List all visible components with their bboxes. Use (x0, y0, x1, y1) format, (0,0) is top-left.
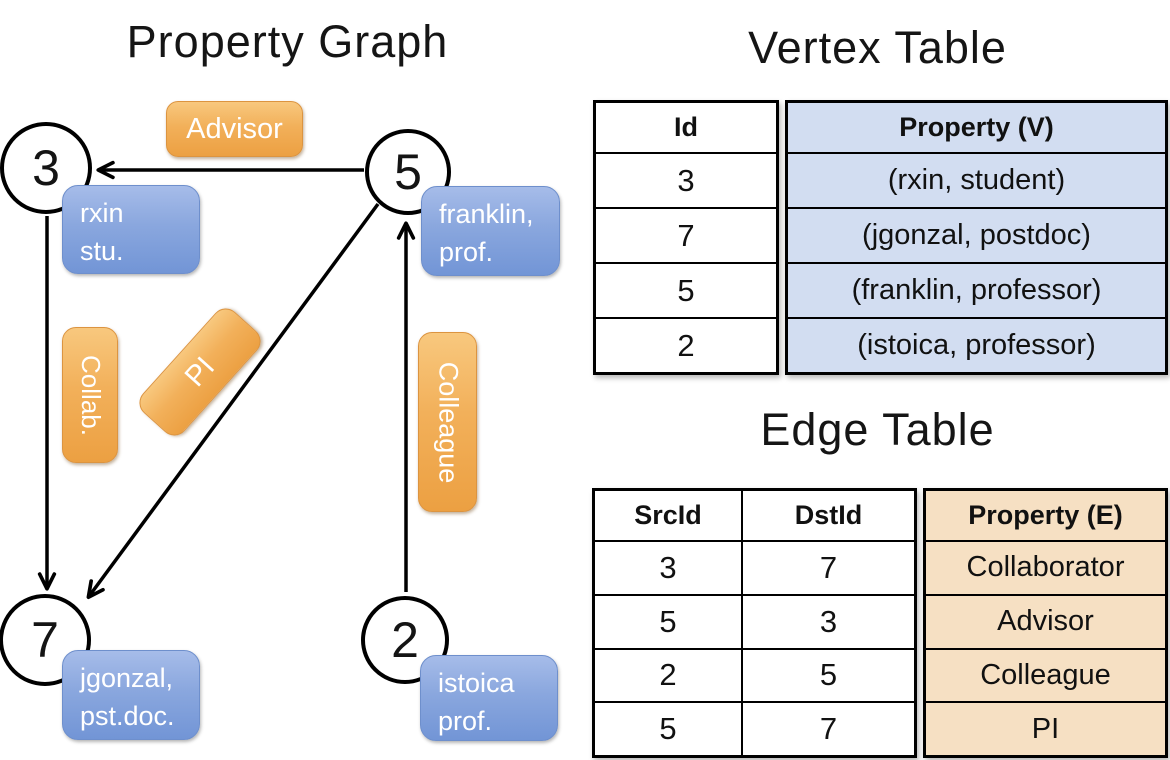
table-cell: 5 (595, 593, 741, 648)
edge-label-advisor-text: Advisor (186, 112, 283, 145)
vertex-label-franklin: franklin, prof. (421, 186, 560, 276)
table-cell: 3 (595, 540, 741, 594)
vertex-table-property-column: Property (V) (rxin, student) (jgonzal, p… (785, 100, 1168, 375)
vertex-id-header: Id (674, 112, 698, 142)
edge-table-dst-column: DstId 7 3 5 7 (741, 491, 914, 755)
src-id-header: SrcId (634, 500, 702, 530)
edge-table-title: Edge Table (760, 404, 995, 455)
table-cell: (jgonzal, postdoc) (788, 207, 1165, 262)
table-cell: 7 (743, 540, 914, 594)
edge-table-id-columns: SrcId 3 5 2 5 DstId 7 3 5 7 (592, 488, 917, 758)
table-cell: 3 (596, 152, 776, 207)
vertex-property-header: Property (V) (788, 103, 1165, 152)
vertex-label-rxin: rxin stu. (62, 185, 200, 274)
table-cell: 7 (596, 207, 776, 262)
vertex-table-id-column: Id 3 7 5 2 (593, 100, 779, 375)
table-cell: (franklin, professor) (788, 262, 1165, 317)
graph-title: Property Graph (126, 16, 449, 67)
table-cell: 5 (595, 701, 741, 755)
edge-label-pi-text: PI (178, 350, 221, 393)
edge-property-header: Property (E) (926, 491, 1165, 540)
dst-id-header: DstId (794, 500, 863, 530)
node-5-id: 5 (394, 144, 422, 200)
vertex-label-istoica: istoica prof. (420, 655, 558, 741)
node-3-id: 3 (32, 140, 60, 196)
table-cell: (rxin, student) (788, 152, 1165, 207)
table-cell: (istoica, professor) (788, 317, 1165, 372)
graph-node-2: 2 (361, 596, 449, 684)
vertex-label-jgonzal: jgonzal, pst.doc. (62, 650, 200, 740)
edge-label-collab-text: Collab. (75, 354, 106, 436)
edge-label-colleague: Colleague (418, 332, 477, 512)
table-cell: Advisor (926, 593, 1165, 648)
edge-table-property-column: Property (E) Collaborator Advisor Collea… (923, 488, 1168, 758)
vertex-table-title: Vertex Table (748, 22, 1007, 73)
table-cell: PI (926, 701, 1165, 755)
edge-table-src-column: SrcId 3 5 2 5 (595, 491, 741, 755)
graph-node-5: 5 (365, 129, 451, 215)
table-cell: 3 (743, 593, 914, 648)
edge-label-collab: Collab. (62, 327, 118, 463)
edge-arrow-5-to-7 (86, 202, 380, 600)
node-7-id: 7 (31, 612, 59, 668)
edge-label-colleague-text: Colleague (433, 361, 463, 483)
table-cell: 7 (743, 701, 914, 755)
edge-label-advisor: Advisor (166, 101, 303, 157)
graph-edges (37, 160, 416, 600)
table-cell: 5 (596, 262, 776, 317)
table-cell: 5 (743, 647, 914, 702)
table-cell: Colleague (926, 647, 1165, 702)
table-cell: 2 (596, 317, 776, 372)
node-2-id: 2 (391, 612, 419, 668)
table-cell: 2 (595, 647, 741, 702)
table-cell: Collaborator (926, 540, 1165, 594)
